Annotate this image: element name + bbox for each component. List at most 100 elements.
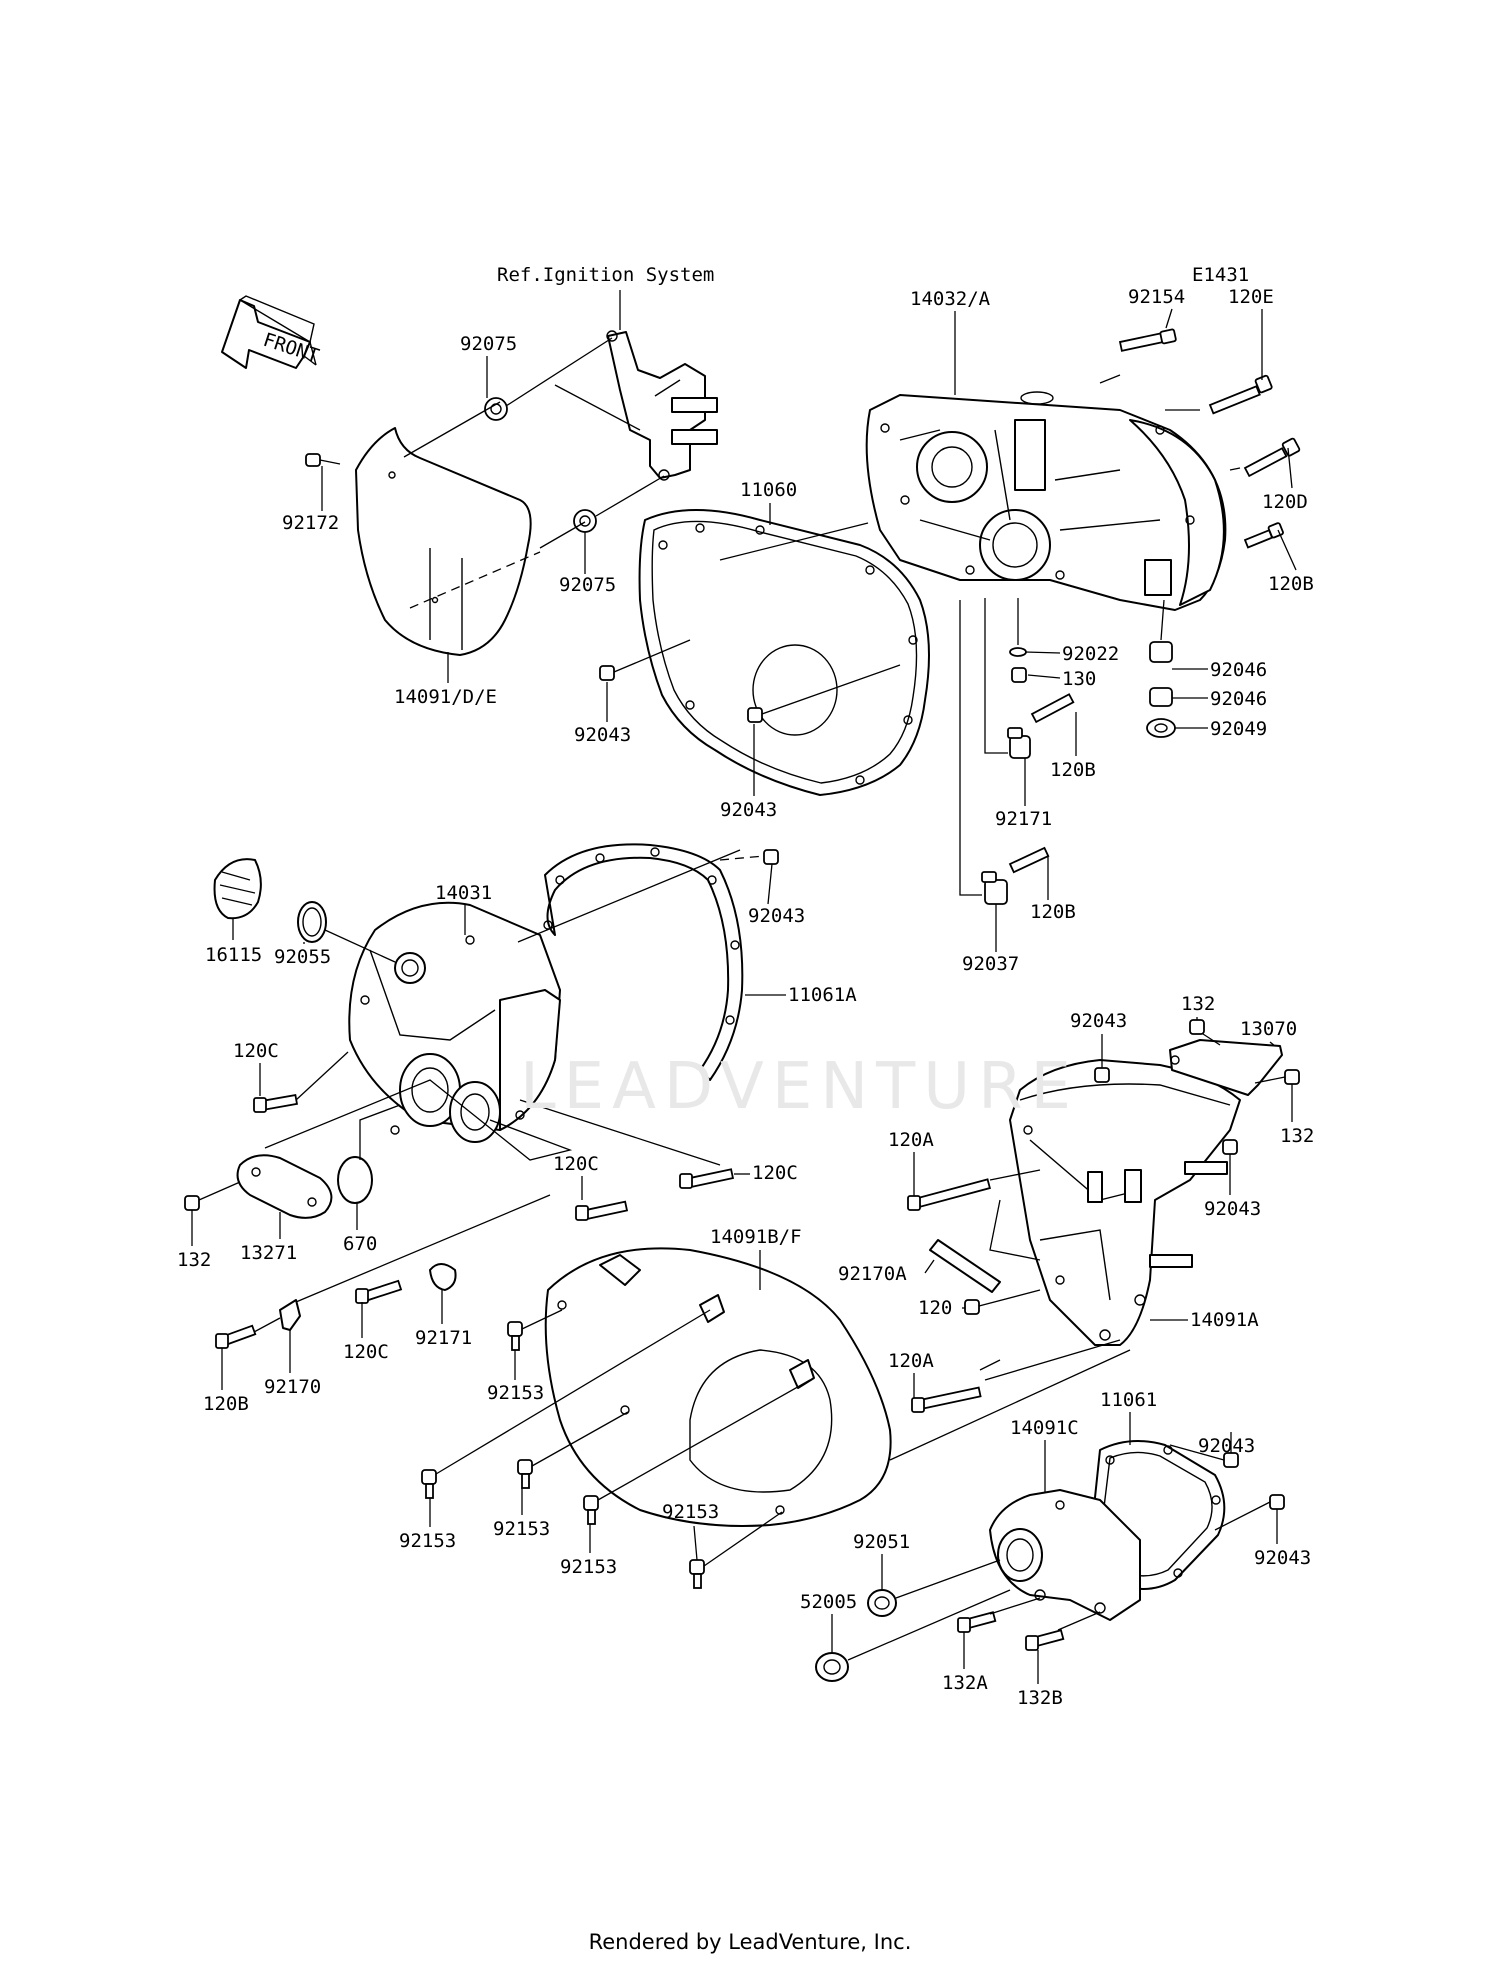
callout: 92051 — [853, 1531, 910, 1553]
seal-92049 — [1146, 718, 1176, 738]
bolt-92153-c — [517, 1459, 533, 1489]
bolt-120a-upper — [907, 1178, 991, 1211]
callout: 92043 — [1254, 1547, 1311, 1569]
callout: 670 — [343, 1233, 377, 1255]
callout: 92153 — [662, 1501, 719, 1523]
clamp-92171-lower — [429, 1263, 457, 1291]
callout: 92171 — [415, 1327, 472, 1349]
plate-13271 — [236, 1154, 333, 1219]
callout: 120C — [752, 1162, 798, 1184]
footer-credit: Rendered by LeadVenture, Inc. — [588, 1930, 912, 1954]
bolt-120b-mid — [1030, 693, 1075, 724]
bolt-120d — [1243, 437, 1301, 478]
bolt-120c-d — [355, 1279, 403, 1304]
o-ring-670 — [337, 1156, 373, 1204]
bolt-120c-a — [253, 1094, 298, 1113]
callout: 120C — [553, 1153, 599, 1175]
clamp-92171-upper — [1007, 727, 1031, 759]
filler-cap-16115 — [213, 858, 262, 920]
ignition-bracket — [606, 330, 718, 481]
callout: 11061A — [788, 984, 857, 1006]
bolt-132-left — [184, 1195, 200, 1211]
callout: 13271 — [240, 1242, 297, 1264]
dowel-92043-d — [1269, 1494, 1285, 1510]
callout: 132B — [1017, 1687, 1063, 1709]
collar-92046-b — [1149, 687, 1173, 707]
stay-92170a — [929, 1239, 1001, 1293]
figure-code: E1431 — [1192, 264, 1249, 286]
bolt-132b — [1025, 1629, 1065, 1651]
callout: 92075 — [559, 574, 616, 596]
seal-92051 — [867, 1589, 897, 1617]
callout: 120B — [203, 1393, 249, 1415]
callout: 14091B/F — [710, 1226, 802, 1248]
callout: 92037 — [962, 953, 1019, 975]
bolt-120a-lower — [911, 1386, 982, 1413]
cover-14091c — [989, 1489, 1141, 1621]
callout: 92154 — [1128, 286, 1185, 308]
callout: 120A — [888, 1350, 934, 1372]
callout: 132 — [1280, 1125, 1314, 1147]
callout: 120E — [1228, 286, 1274, 308]
bolt-132-upper — [1189, 1019, 1205, 1035]
callout: 92170 — [264, 1376, 321, 1398]
callout: 92043 — [1070, 1010, 1127, 1032]
callout: 92153 — [493, 1518, 550, 1540]
callout: 11061 — [1100, 1389, 1157, 1411]
dowel-92043-right — [1222, 1139, 1238, 1155]
bolt-92153-d — [583, 1495, 599, 1525]
callout: 13070 — [1240, 1018, 1297, 1040]
callout: 92022 — [1062, 643, 1119, 665]
callout: 120B — [1268, 573, 1314, 595]
callout: 120 — [918, 1297, 952, 1319]
reference-note: Ref.Ignition System — [497, 264, 714, 286]
callout: 14091A — [1190, 1309, 1259, 1331]
callout: 92049 — [1210, 718, 1267, 740]
callout: 92055 — [274, 946, 331, 968]
bolt-130 — [1011, 667, 1027, 683]
clamp-92037 — [981, 871, 1008, 905]
gasket-11060 — [638, 509, 930, 796]
washer-92022 — [1009, 647, 1027, 657]
callout: 120C — [233, 1040, 279, 1062]
bolt-120c-c — [575, 1200, 629, 1221]
bolt-92153-e — [689, 1559, 705, 1589]
callout: 120A — [888, 1129, 934, 1151]
bolt-120e — [1208, 374, 1273, 415]
callout: 14032/A — [910, 288, 991, 310]
callout: 120B — [1030, 901, 1076, 923]
callout: 14091/D/E — [394, 686, 497, 708]
label-leaders — [191, 290, 1297, 1684]
callout: 92153 — [560, 1556, 617, 1578]
callout: 92043 — [574, 724, 631, 746]
bolt-92154 — [1118, 328, 1177, 352]
bolt-92153-a — [507, 1321, 523, 1351]
inner-cover-14091de — [355, 427, 541, 656]
callout: 92170A — [838, 1263, 907, 1285]
callout: 92046 — [1210, 659, 1267, 681]
callout: 120B — [1050, 759, 1096, 781]
bolt-92153-b — [421, 1469, 437, 1499]
callout: 120D — [1262, 491, 1308, 513]
clamp-92170 — [279, 1299, 301, 1331]
cover-14091a — [1009, 1059, 1241, 1346]
callout: 92153 — [487, 1382, 544, 1404]
callout: 132 — [1181, 993, 1215, 1015]
dowel-92043-top — [1094, 1067, 1110, 1083]
front-arrow-icon: FRONT — [221, 295, 322, 369]
callout: 130 — [1062, 668, 1096, 690]
bolt-120c-b — [679, 1168, 735, 1189]
callout: 92043 — [720, 799, 777, 821]
callout: 92043 — [1198, 1435, 1255, 1457]
bolt-132-right — [1284, 1069, 1300, 1085]
outer-cover-14091bf — [544, 1247, 892, 1527]
bolt-120b-lower — [1008, 846, 1050, 874]
crankcase-14032a — [865, 391, 1227, 611]
callout: 92153 — [399, 1530, 456, 1552]
callout: 16115 — [205, 944, 262, 966]
callout: 92043 — [748, 905, 805, 927]
bolt-120b-upper — [1243, 522, 1284, 549]
callout: 92046 — [1210, 688, 1267, 710]
bolt-132a — [957, 1611, 997, 1633]
